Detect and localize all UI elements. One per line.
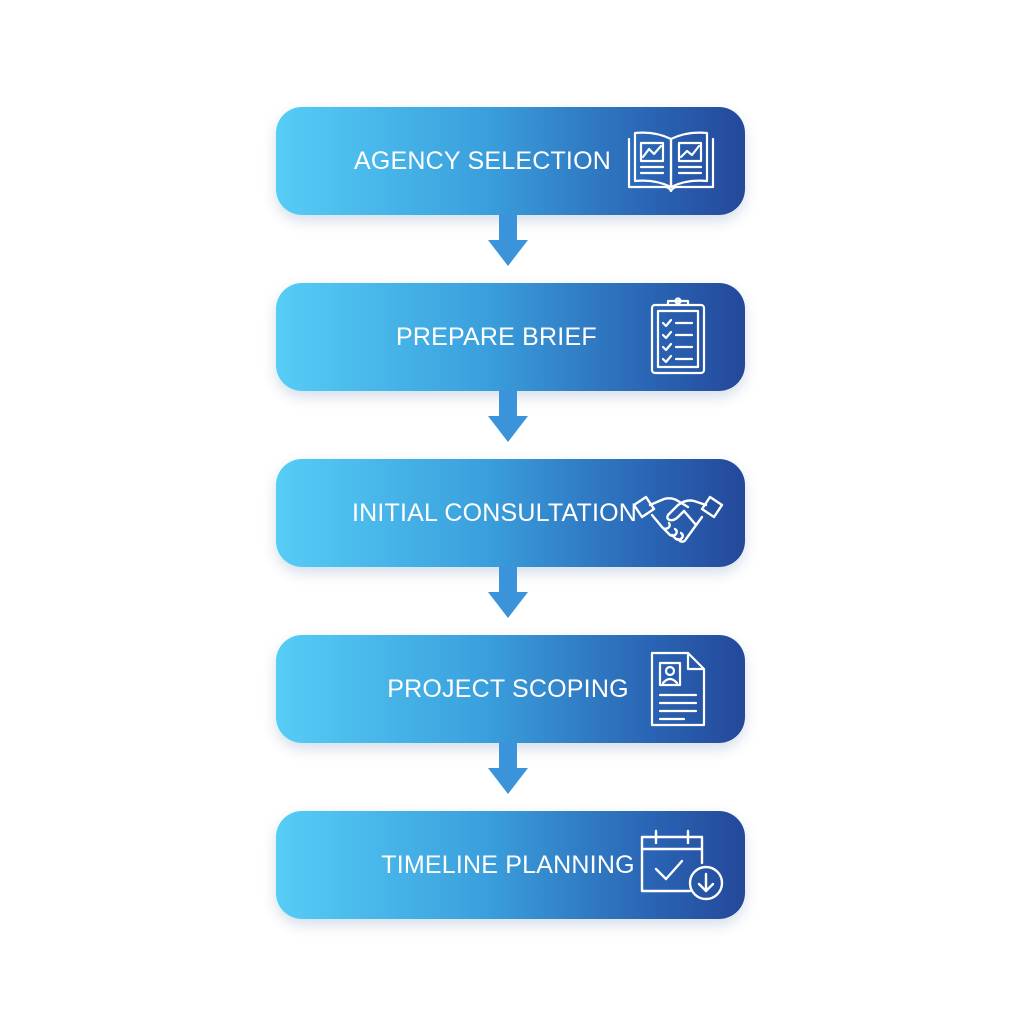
step-prepare-brief: PREPARE BRIEF xyxy=(276,283,745,391)
step-label: TIMELINE PLANNING xyxy=(381,851,635,879)
arrow-down-icon xyxy=(486,566,530,622)
step-label: PREPARE BRIEF xyxy=(396,323,597,351)
arrow-down-icon xyxy=(486,742,530,798)
step-label: INITIAL CONSULTATION xyxy=(352,499,638,527)
open-book-icon xyxy=(621,119,721,203)
step-label: AGENCY SELECTION xyxy=(354,147,611,175)
clipboard-checklist-icon xyxy=(628,297,724,377)
step-initial-consultation: INITIAL CONSULTATION xyxy=(276,459,745,567)
step-agency-selection: AGENCY SELECTION xyxy=(276,107,745,215)
step-project-scoping: PROJECT SCOPING xyxy=(276,635,745,743)
calendar-check-icon xyxy=(628,823,728,907)
arrow-down-icon xyxy=(486,390,530,446)
arrow-down-icon xyxy=(486,214,530,270)
step-label: PROJECT SCOPING xyxy=(387,675,629,703)
step-timeline-planning: TIMELINE PLANNING xyxy=(276,811,745,919)
handshake-icon xyxy=(628,471,728,555)
profile-document-icon xyxy=(628,649,724,729)
